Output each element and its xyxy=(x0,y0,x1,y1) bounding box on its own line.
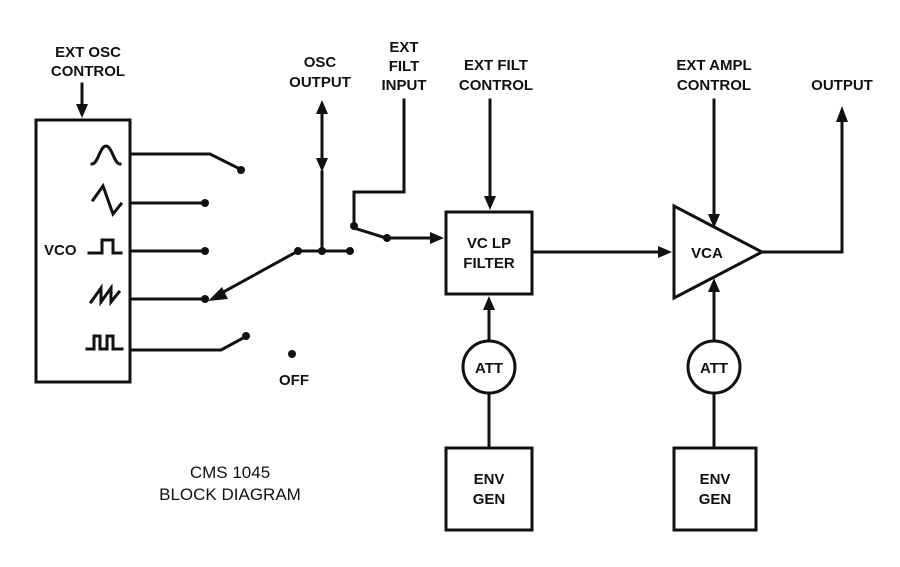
ext-filt-control-label-line1: EXT FILT xyxy=(464,57,528,74)
sawtooth-wave-icon xyxy=(88,283,122,307)
waveform-selector-arm xyxy=(215,248,301,298)
vca-output-line xyxy=(760,118,844,254)
ext-osc-control-label-line2: CONTROL xyxy=(51,63,125,80)
waveform-selector-arrow xyxy=(208,287,228,301)
output-arrow xyxy=(836,106,848,122)
triangle-switch-contact xyxy=(201,199,209,207)
ext-filt-input-line xyxy=(352,98,406,224)
filter-env-gen-label-line2: GEN xyxy=(473,491,506,508)
bus-junction-3 xyxy=(346,247,354,255)
filter-env-gen-label-line1: ENV xyxy=(474,471,505,488)
vca-block xyxy=(672,203,766,301)
vco-label: VCO xyxy=(44,242,77,259)
osc-output-arrow-up xyxy=(316,100,328,114)
output-label: OUTPUT xyxy=(811,77,873,94)
vc-lp-filter-block xyxy=(444,210,534,296)
amp-att-arrow xyxy=(708,278,720,292)
ext-ampl-control-label-line1: EXT AMPL xyxy=(676,57,751,74)
filter-att-label: ATT xyxy=(475,360,503,377)
caption-line2: BLOCK DIAGRAM xyxy=(159,485,301,504)
osc-output-label-line2: OUTPUT xyxy=(289,74,351,91)
sine-wave-icon xyxy=(90,144,122,166)
caption-line1: CMS 1045 xyxy=(190,463,270,482)
filter-to-vca-arrow xyxy=(658,246,672,258)
pulse-output-line xyxy=(128,334,248,352)
amp-env-gen-label-line1: ENV xyxy=(700,471,731,488)
vc-lp-filter-label-line1: VC LP xyxy=(467,235,511,252)
ext-filt-control-arrow xyxy=(484,196,496,210)
ext-osc-control-arrow xyxy=(76,104,88,118)
ext-ampl-control-arrow xyxy=(708,214,720,228)
ext-filt-input-label-line3: INPUT xyxy=(382,77,427,94)
off-switch-contact xyxy=(288,350,296,358)
amp-att-label: ATT xyxy=(700,360,728,377)
filter-env-gen-block xyxy=(444,446,534,532)
filter-input-switch-arm xyxy=(352,226,388,240)
osc-output-label-line1: OSC xyxy=(304,54,337,71)
vc-lp-filter-label-line2: FILTER xyxy=(463,255,515,272)
pulse-switch-contact xyxy=(242,332,250,340)
sine-output-line xyxy=(128,152,243,172)
square-switch-contact xyxy=(201,247,209,255)
vca-label: VCA xyxy=(691,245,723,262)
square-wave-icon xyxy=(87,238,123,255)
sine-switch-contact xyxy=(237,166,245,174)
triangle-wave-icon xyxy=(90,182,124,218)
filter-att-arrow xyxy=(483,296,495,310)
bus-junction-1 xyxy=(294,247,302,255)
pulse-wave-icon xyxy=(85,334,124,351)
ext-filt-input-label-line2: FILT xyxy=(389,58,420,75)
sawtooth-switch-contact xyxy=(201,295,209,303)
filter-input-arrow xyxy=(430,232,444,244)
off-label: OFF xyxy=(279,372,309,389)
ext-filt-control-label-line2: CONTROL xyxy=(459,77,533,94)
osc-output-arrow-down xyxy=(316,158,328,172)
ext-osc-control-label-line1: EXT OSC xyxy=(55,44,121,61)
ext-filt-input-label-line1: EXT xyxy=(389,39,418,56)
ext-ampl-control-label-line2: CONTROL xyxy=(677,77,751,94)
amp-env-gen-block xyxy=(672,446,758,532)
amp-env-gen-label-line2: GEN xyxy=(699,491,732,508)
